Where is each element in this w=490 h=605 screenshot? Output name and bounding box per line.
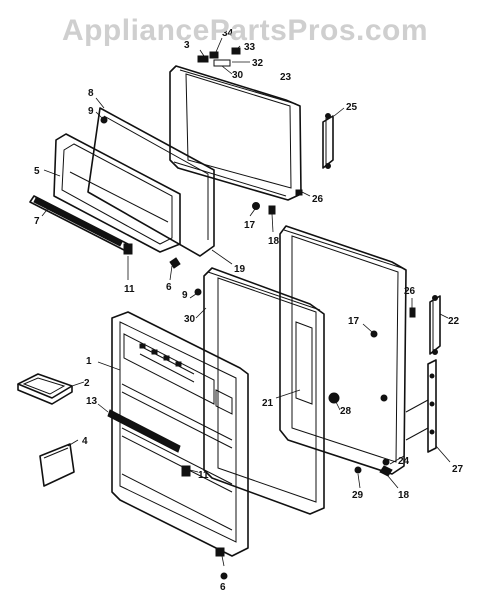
- callout-13: 13: [86, 396, 98, 407]
- callout-17-top: 17: [244, 220, 256, 231]
- callout-3: 3: [184, 40, 190, 51]
- callout-30-top: 30: [232, 70, 244, 81]
- callout-25: 25: [346, 102, 358, 113]
- callout-11-top: 11: [124, 284, 135, 295]
- callout-33: 33: [244, 42, 256, 53]
- dairy-door: [17, 373, 85, 405]
- fresh-food-handle: [429, 295, 449, 355]
- callout-18-top: 18: [268, 236, 280, 247]
- butter-door: [39, 439, 79, 487]
- callout-2: 2: [84, 378, 90, 389]
- callout-9-mid: 9: [182, 290, 188, 301]
- callout-19: 19: [234, 264, 246, 275]
- freezer-door-liner: [29, 97, 233, 281]
- callout-9-top: 9: [88, 106, 94, 117]
- callout-26-mid: 26: [404, 286, 416, 297]
- callout-1: 1: [86, 356, 92, 367]
- callout-22: 22: [448, 316, 460, 327]
- fresh-food-door-liner: [97, 311, 249, 580]
- callout-28: 28: [340, 406, 352, 417]
- callout-26-top: 26: [312, 194, 324, 205]
- callout-6-top: 6: [166, 282, 172, 293]
- callout-24: 24: [398, 456, 410, 467]
- callout-21: 21: [262, 398, 274, 409]
- callout-11-bottom: 11: [198, 470, 209, 481]
- top-hinge-parts: [197, 37, 250, 75]
- callout-labels: 3 34 33 32 30 23 25 26 8 9 5 7 11 6 19 1…: [34, 28, 464, 593]
- freezer-small-parts: [249, 189, 311, 233]
- callout-29: 29: [352, 490, 364, 501]
- fresh-food-door-panel: [279, 225, 407, 475]
- freezer-door-panel: [169, 65, 302, 201]
- callout-32: 32: [252, 58, 264, 69]
- callout-7: 7: [34, 216, 40, 227]
- callout-8: 8: [88, 88, 94, 99]
- callout-30-mid: 30: [184, 314, 196, 325]
- callout-18-bottom: 18: [398, 490, 410, 501]
- fresh-food-inner-liner: [189, 267, 341, 515]
- freezer-handle: [322, 107, 345, 169]
- callout-23: 23: [280, 72, 292, 83]
- callout-6-bottom: 6: [220, 582, 226, 593]
- callout-4: 4: [82, 436, 88, 447]
- fresh-food-small-parts: [354, 298, 416, 489]
- callout-17-mid: 17: [348, 316, 360, 327]
- hinge-bracket: [405, 359, 451, 463]
- callout-34: 34: [222, 28, 234, 39]
- callout-27: 27: [452, 464, 464, 475]
- callout-5: 5: [34, 166, 40, 177]
